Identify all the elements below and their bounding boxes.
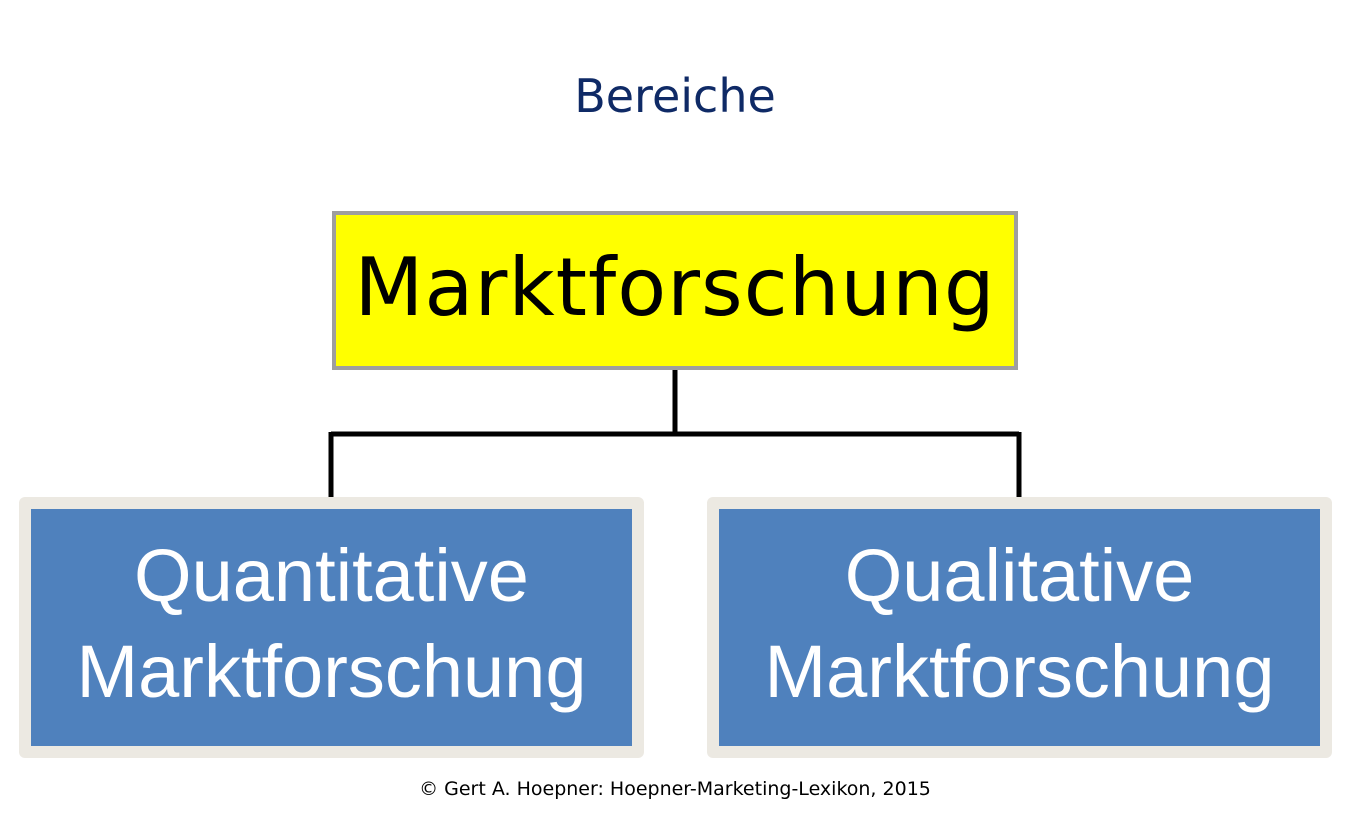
child-node-qualitative-line1: Qualitative xyxy=(844,533,1195,617)
child-node-qualitative-line2: Marktforschung xyxy=(764,629,1275,713)
child-node-quantitative-box: Quantitative Marktforschung xyxy=(31,509,632,746)
child-node-quantitative-line2: Marktforschung xyxy=(76,629,587,713)
root-node-label: Marktforschung xyxy=(354,241,996,334)
copyright-notice: © Gert A. Hoepner: Hoepner-Marketing-Lex… xyxy=(419,778,931,800)
root-node: Marktforschung xyxy=(332,211,1018,370)
child-node-qualitative-box: Qualitative Marktforschung xyxy=(719,509,1320,746)
child-node-qualitative: Qualitative Marktforschung xyxy=(707,497,1332,758)
child-node-quantitative: Quantitative Marktforschung xyxy=(19,497,644,758)
child-node-quantitative-line1: Quantitative xyxy=(134,533,529,617)
diagram-title: Bereiche xyxy=(574,69,776,123)
